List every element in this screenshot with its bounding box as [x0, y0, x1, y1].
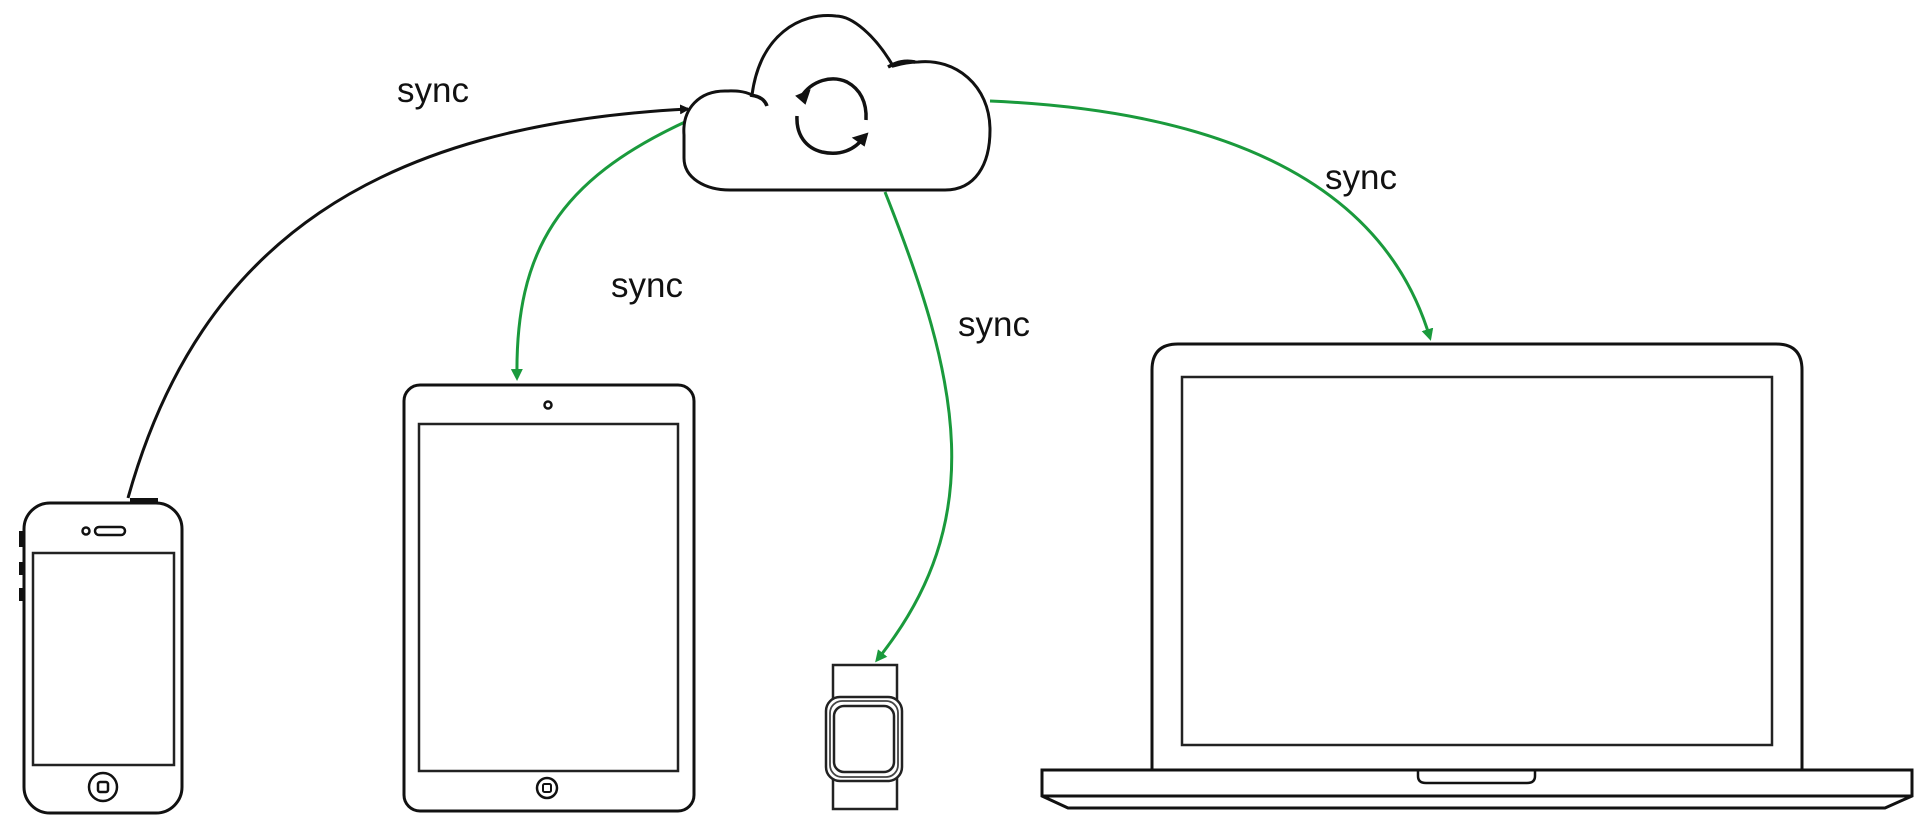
phone-volume-up: [19, 562, 25, 575]
sync-arrows-icon: [795, 77, 869, 155]
edge-label-watch: sync: [958, 305, 1030, 344]
edge-phone-to-cloud: [126, 104, 690, 499]
edge-cloud-to-watch: [875, 191, 954, 663]
smartwatch-icon: [824, 663, 904, 811]
phone-mute-switch: [19, 531, 25, 547]
edge-label-tablet: sync: [611, 266, 683, 305]
edge-label-laptop: sync: [1325, 158, 1397, 197]
edge-cloud-to-tablet: [510, 120, 686, 381]
edge-cloud-to-laptop: [989, 99, 1434, 341]
smartphone-icon: [19, 498, 184, 815]
laptop-notch: [1416, 770, 1537, 785]
laptop-icon: [1040, 342, 1914, 810]
phone-power-button: [130, 498, 158, 504]
phone-volume-down: [19, 588, 25, 601]
cloud-sync-icon: [682, 14, 992, 192]
tablet-icon: [402, 383, 696, 813]
edge-label-phone: sync: [397, 71, 469, 110]
